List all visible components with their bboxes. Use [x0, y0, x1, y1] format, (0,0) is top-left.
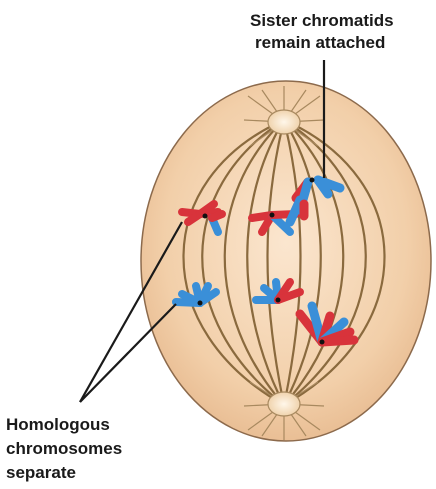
label-sister-chromatids-line2: remain attached	[255, 33, 385, 52]
label-homologous-line2: chromosomes	[6, 439, 122, 458]
label-homologous-line3: separate	[6, 463, 76, 482]
label-homologous-line1: Homologous	[6, 415, 110, 434]
label-sister-chromatids-line1: Sister chromatids	[250, 11, 394, 30]
